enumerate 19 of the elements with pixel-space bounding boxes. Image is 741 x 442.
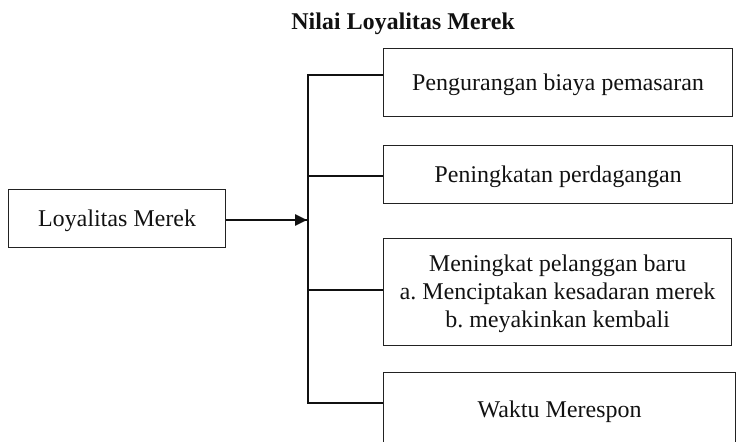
process-box xyxy=(383,48,733,117)
box-label: Peningkatan perdagangan xyxy=(434,160,682,188)
connector-line xyxy=(309,402,383,404)
arrow xyxy=(226,214,307,226)
box-label: Meningkat pelanggan baru xyxy=(428,250,686,278)
box-label: Loyalitas Merek xyxy=(38,204,196,232)
box-label: b. meyakinkan kembali xyxy=(445,306,670,334)
process-box xyxy=(383,238,732,346)
bus-line xyxy=(307,74,309,404)
box-label: Waktu Merespon xyxy=(477,396,642,424)
box-label: Pengurangan biaya pemasaran xyxy=(412,68,704,96)
connector-line xyxy=(309,74,383,76)
box-label: a. Menciptakan kesadaran merek xyxy=(400,278,716,306)
diagram-title: Nilai Loyalitas Merek xyxy=(291,8,515,36)
connector-line xyxy=(309,289,383,291)
process-box xyxy=(8,189,226,248)
process-box xyxy=(383,372,736,442)
process-box xyxy=(383,145,733,204)
connector-line xyxy=(309,175,383,177)
